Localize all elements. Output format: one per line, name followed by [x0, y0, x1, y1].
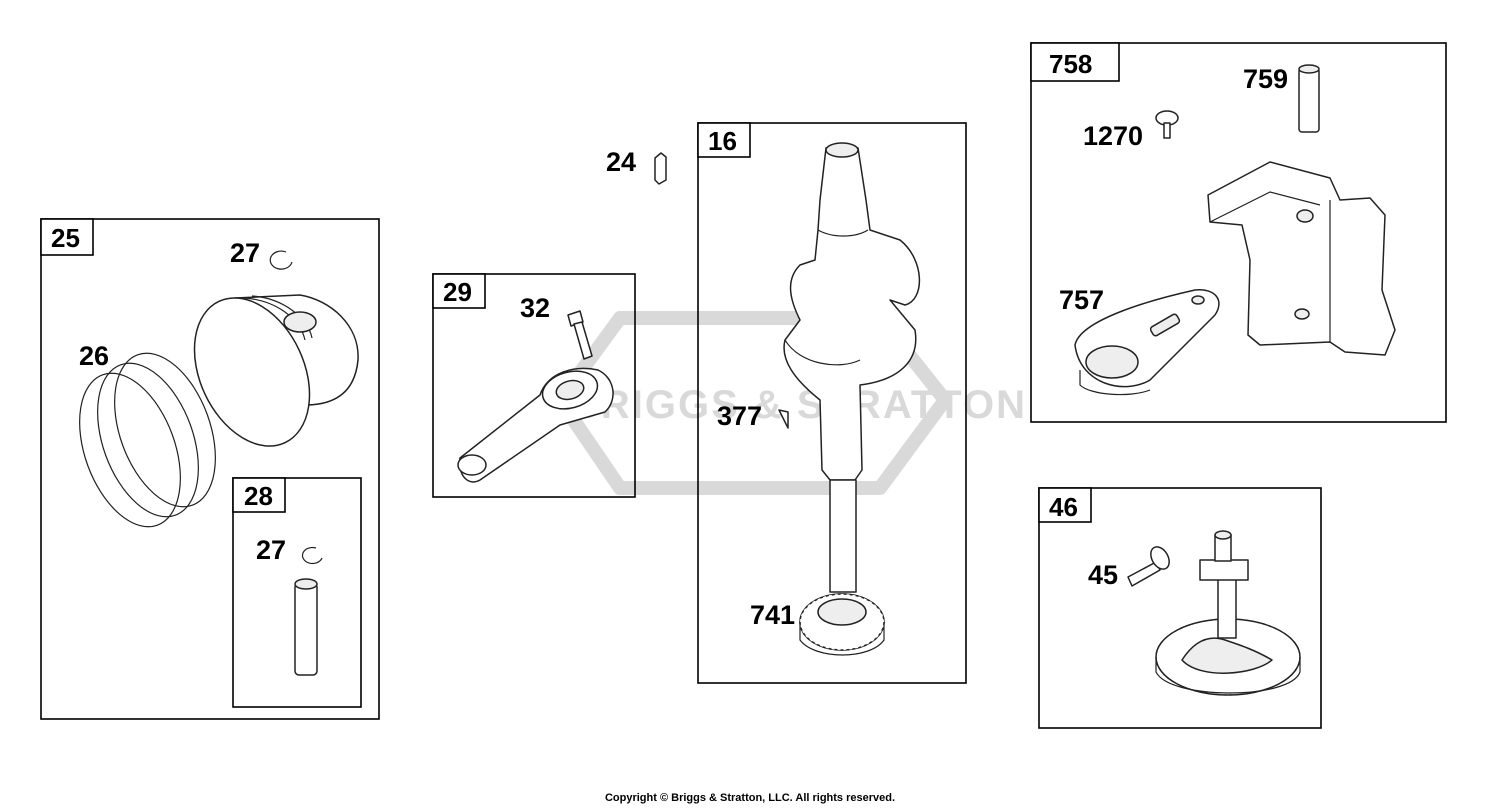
box-label-16: 16 [708, 126, 737, 156]
callout-27-top: 27 [230, 238, 260, 268]
key-24-icon [654, 152, 667, 185]
box-piston-pin-assembly: 28 27 [232, 477, 362, 708]
piston-pin-icon [294, 578, 318, 676]
watermark: BRIGGS & STRATTON [553, 311, 1027, 495]
crankshaft-icon [783, 142, 921, 593]
callout-24: 24 [606, 147, 636, 177]
callout-757: 757 [1059, 285, 1104, 315]
callout-759: 759 [1243, 64, 1288, 94]
box-label-46: 46 [1049, 492, 1078, 522]
callout-32: 32 [520, 293, 550, 323]
box-crankshaft-assembly: 16 377 741 [697, 122, 967, 684]
pin-retainer-clip-icon [301, 546, 323, 565]
callout-26: 26 [79, 341, 109, 371]
camshaft-gear-icon [1155, 530, 1301, 696]
tappet-45-icon [1127, 546, 1170, 587]
box-counterweight-assembly: 758 759 1270 757 [1030, 42, 1447, 423]
box-piston-assembly: 25 26 27 28 27 [40, 218, 380, 720]
callout-1270: 1270 [1083, 121, 1143, 151]
callout-741: 741 [750, 600, 795, 630]
box-label-758: 758 [1049, 49, 1092, 79]
rod-screw-icon [567, 310, 593, 360]
callout-27-pin: 27 [256, 535, 286, 565]
counterweight-bracket-icon [1207, 161, 1396, 356]
callout-45: 45 [1088, 560, 1118, 590]
box-camshaft-assembly: 46 45 [1038, 487, 1322, 729]
timing-gear-icon [799, 593, 885, 656]
pin-1270-icon [1155, 110, 1179, 139]
copyright-notice: Copyright © Briggs & Stratton, LLC. All … [604, 792, 896, 804]
piston-icon [193, 294, 359, 447]
link-757-icon [1074, 289, 1220, 396]
box-label-25: 25 [51, 223, 80, 253]
box-label-28: 28 [244, 481, 273, 511]
box-connecting-rod-assembly: 29 32 [432, 273, 636, 498]
box-label-29: 29 [443, 277, 472, 307]
connecting-rod-icon [457, 367, 614, 483]
callout-377: 377 [717, 401, 762, 431]
retainer-clip-icon [269, 250, 293, 270]
piston-ring-set-icon [79, 352, 216, 528]
pin-759-icon [1298, 64, 1320, 133]
watermark-text: BRIGGS & STRATTON [570, 383, 1027, 427]
key-377-icon [778, 409, 789, 429]
